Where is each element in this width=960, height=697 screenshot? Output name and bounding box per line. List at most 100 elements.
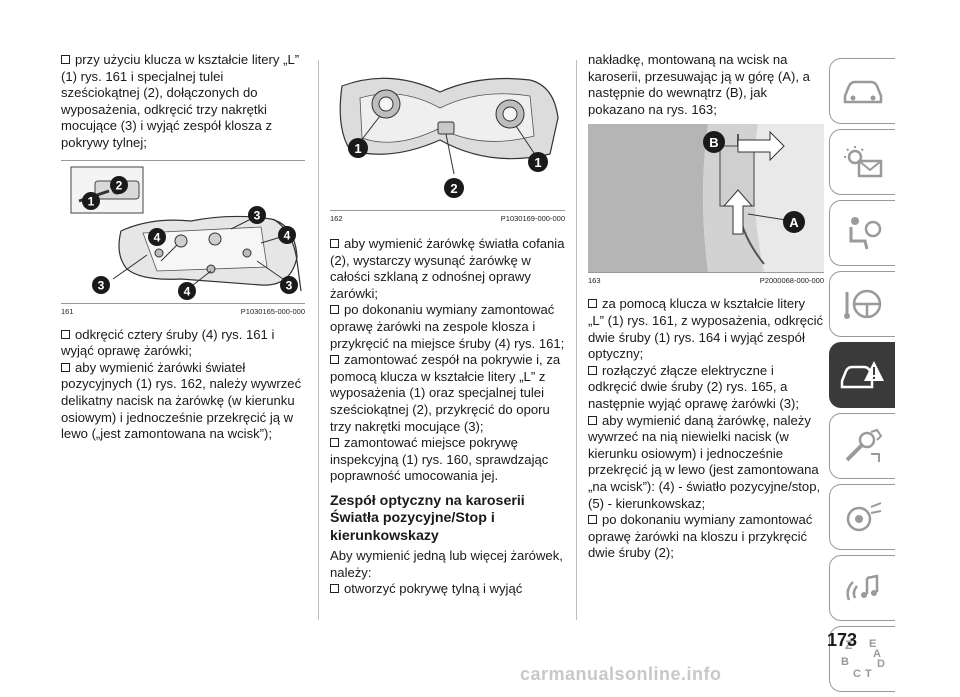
instruction-step: zamontować zespół na pokrywie i, za pomo… xyxy=(330,352,561,434)
tab-safety[interactable] xyxy=(829,200,895,266)
instruction-step: aby wymienić żarówkę światła cofania (2)… xyxy=(330,236,565,301)
figure-code: P2000068-000-000 xyxy=(759,276,824,286)
instruction-step: po dokonaniu wymiany zamontować oprawę ż… xyxy=(588,512,813,561)
tab-car[interactable] xyxy=(829,58,895,124)
page-number: 173 xyxy=(827,630,858,650)
svg-text:1: 1 xyxy=(354,141,361,156)
figure-code: P1030169-000-000 xyxy=(500,214,565,223)
figure-number: 162 xyxy=(330,214,343,223)
instruction-step: otworzyć pokrywę tylną i wyjąć xyxy=(330,581,565,598)
steering-wheel-icon xyxy=(843,289,881,319)
figure-callout: 4 xyxy=(178,281,196,300)
figure-callout: 3 xyxy=(248,205,266,224)
figure-caption: 162 P1030169-000-000 xyxy=(330,210,565,224)
figure-callout: 3 xyxy=(280,275,298,294)
tab-warning-lights[interactable] xyxy=(829,129,895,195)
figure-callout: A xyxy=(783,211,805,234)
svg-text:C: C xyxy=(853,668,861,680)
instruction-step: rozłączyć złącze elektryczne i odkręcić … xyxy=(588,362,800,411)
svg-text:D: D xyxy=(877,658,885,670)
svg-text:2: 2 xyxy=(116,178,123,192)
instruction-step: odkręcić cztery śruby (4) rys. 161 i wyj… xyxy=(61,326,275,359)
instruction-step: aby wymienić daną żarówkę, należy wywrze… xyxy=(588,412,821,511)
tab-alphabetical-index[interactable]: Z E B C T D A xyxy=(829,626,895,692)
svg-text:4: 4 xyxy=(284,228,291,242)
svg-text:T: T xyxy=(865,668,872,680)
warning-lights-icon xyxy=(843,146,882,178)
checkbox-bullet-icon xyxy=(588,365,597,375)
tab-multimedia[interactable] xyxy=(829,555,895,621)
column-divider xyxy=(576,60,577,620)
svg-text:B: B xyxy=(709,135,718,150)
figure-callout: 2 xyxy=(110,175,128,194)
technical-data-icon xyxy=(846,502,881,532)
chapter-tabs: Z E B C T D A xyxy=(829,58,897,697)
instruction-step: za pomocą klucza w kształcie litery „L” … xyxy=(588,296,824,362)
column-1: przy użyciu klucza w kształcie litery „L… xyxy=(61,52,305,443)
figure-code: P1030165-000-000 xyxy=(240,306,305,316)
tab-starting-driving[interactable] xyxy=(829,271,895,337)
column-2: 1 1 2 162 P1030169-000-000 aby wymienić … xyxy=(330,58,565,598)
tab-in-emergency[interactable] xyxy=(829,342,895,408)
body-panel-cover-illustration: B A xyxy=(588,124,824,273)
checkbox-bullet-icon xyxy=(330,305,339,315)
paragraph: nakładkę, montowaną na wcisk na karoseri… xyxy=(588,52,810,117)
figure-163: B A 163 P2000068-000-000 xyxy=(588,124,824,286)
checkbox-bullet-icon xyxy=(330,355,339,365)
watermark: carmanualsonline.info xyxy=(520,664,722,684)
checkbox-bullet-icon xyxy=(588,515,597,525)
figure-caption: 161 P1030165-000-000 xyxy=(61,302,305,317)
car-icon xyxy=(843,80,882,104)
figure-callout: 1 xyxy=(82,191,100,210)
paragraph: Aby wymienić jedną lub więcej żarówek, n… xyxy=(330,548,563,580)
checkbox-bullet-icon xyxy=(330,584,339,594)
figure-callout: 1 xyxy=(348,138,368,158)
tail-lamp-cluster-illustration: 1 2 3 4 4 3 4 3 xyxy=(61,160,305,303)
figure-162: 1 1 2 162 P1030169-000-000 xyxy=(330,58,565,224)
instruction-step: zamontować miejsce pokrywę inspekcyjną (… xyxy=(330,435,549,484)
figure-callout: 2 xyxy=(444,178,464,198)
airbag-seat-icon xyxy=(849,217,881,250)
figure-callout: 3 xyxy=(92,275,110,294)
alphabetical-index-icon: Z E B C T D A xyxy=(841,638,885,680)
svg-text:A: A xyxy=(789,215,799,230)
tab-technical-data[interactable] xyxy=(829,484,895,550)
column-divider xyxy=(318,60,319,620)
svg-text:A: A xyxy=(873,648,881,660)
lamp-holder-illustration: 1 1 2 xyxy=(330,58,565,210)
svg-text:3: 3 xyxy=(98,278,105,292)
column-3: nakładkę, montowaną na wcisk na karoseri… xyxy=(588,52,824,562)
figure-top-rule xyxy=(61,159,305,161)
checkbox-bullet-icon xyxy=(330,438,339,448)
checkbox-bullet-icon xyxy=(61,55,70,64)
tab-maintenance[interactable] xyxy=(829,413,895,479)
maintenance-wrench-icon xyxy=(845,428,882,462)
checkbox-bullet-icon xyxy=(588,415,597,425)
breakdown-car-icon xyxy=(840,361,884,389)
figure-number: 163 xyxy=(588,276,601,286)
svg-text:B: B xyxy=(841,656,849,668)
svg-text:3: 3 xyxy=(286,278,293,292)
svg-text:4: 4 xyxy=(184,284,191,298)
instruction-step: przy użyciu klucza w kształcie litery „L… xyxy=(61,52,300,150)
section-heading: Zespół optyczny na karoserii Światła poz… xyxy=(330,492,525,544)
checkbox-bullet-icon xyxy=(330,239,339,248)
checkbox-bullet-icon xyxy=(61,362,70,372)
svg-text:1: 1 xyxy=(534,155,541,170)
svg-text:Z: Z xyxy=(845,638,852,652)
figure-number: 161 xyxy=(61,306,74,316)
svg-text:1: 1 xyxy=(88,194,95,208)
figure-callout: 4 xyxy=(278,225,296,244)
svg-text:E: E xyxy=(869,638,876,650)
figure-callout: B xyxy=(703,131,725,154)
multimedia-icon xyxy=(845,574,878,601)
checkbox-bullet-icon xyxy=(588,299,597,309)
figure-161: 1 2 3 4 4 3 4 3 161 P1030165-000-000 xyxy=(61,159,305,317)
svg-text:4: 4 xyxy=(154,230,161,244)
figure-callout: 1 xyxy=(528,152,548,172)
instruction-step: aby wymienić żarówki świateł pozycyjnych… xyxy=(61,359,302,442)
svg-text:3: 3 xyxy=(254,208,261,222)
svg-text:2: 2 xyxy=(450,181,457,196)
figure-caption: 163 P2000068-000-000 xyxy=(588,272,824,286)
instruction-step: po dokonaniu wymiany zamontować oprawę ż… xyxy=(330,302,565,351)
